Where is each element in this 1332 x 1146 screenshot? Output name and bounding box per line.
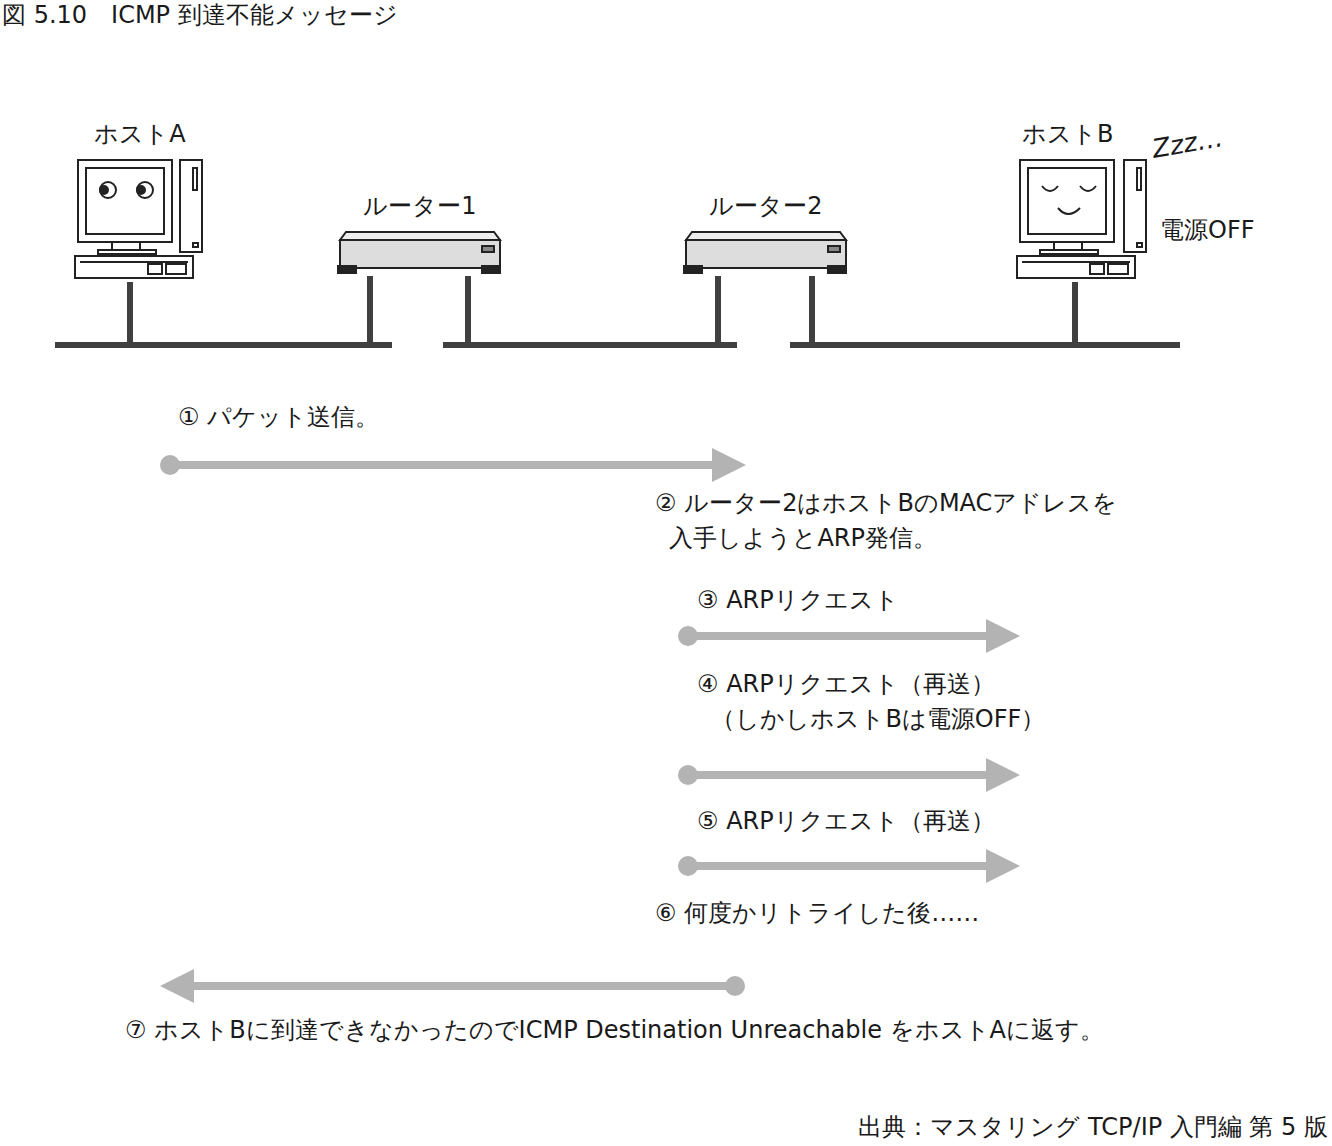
- step-note: ② ルーター2はホストBのMACアドレスを 入手しようとARP発信。: [655, 486, 1309, 556]
- status-note: Zzz…: [1150, 122, 1225, 165]
- step-note: ③ ARPリクエスト: [697, 583, 899, 618]
- device-label: ホストB: [1022, 120, 1113, 149]
- step-note: ⑦ ホストBに到達できなかったのでICMP Destination Unreac…: [125, 1013, 1104, 1048]
- device-node: ルーター1: [335, 190, 505, 276]
- step-note: ④ ARPリクエスト（再送） （しかしホストBは電源OFF）: [697, 667, 1181, 737]
- computer-icon: [75, 160, 202, 278]
- computer-icon: [1017, 160, 1146, 278]
- device-node: ホストA: [72, 118, 208, 282]
- source-caption: 出典：マスタリング TCP/IP 入門編 第 5 版: [858, 1110, 1328, 1145]
- device-label: ホストA: [94, 120, 185, 149]
- status-note: 電源OFF: [1160, 216, 1255, 245]
- network-link: [130, 276, 370, 345]
- device-label: ルーター2: [709, 192, 822, 221]
- network-link: [468, 276, 718, 345]
- step-note: ① パケット送信。: [178, 400, 379, 435]
- network-link: [812, 276, 1075, 345]
- device-node: ホストB Zzz… 電源OFF: [1010, 118, 1285, 282]
- device-label: ルーター1: [363, 192, 476, 221]
- device-node: ルーター2: [681, 190, 851, 276]
- step-note: ⑥ 何度かリトライした後……: [655, 896, 979, 931]
- router-icon: [684, 232, 846, 273]
- figure-title: 図 5.10 ICMP 到達不能メッセージ: [2, 0, 398, 33]
- router-icon: [338, 232, 500, 273]
- step-note: ⑤ ARPリクエスト（再送）: [697, 804, 995, 839]
